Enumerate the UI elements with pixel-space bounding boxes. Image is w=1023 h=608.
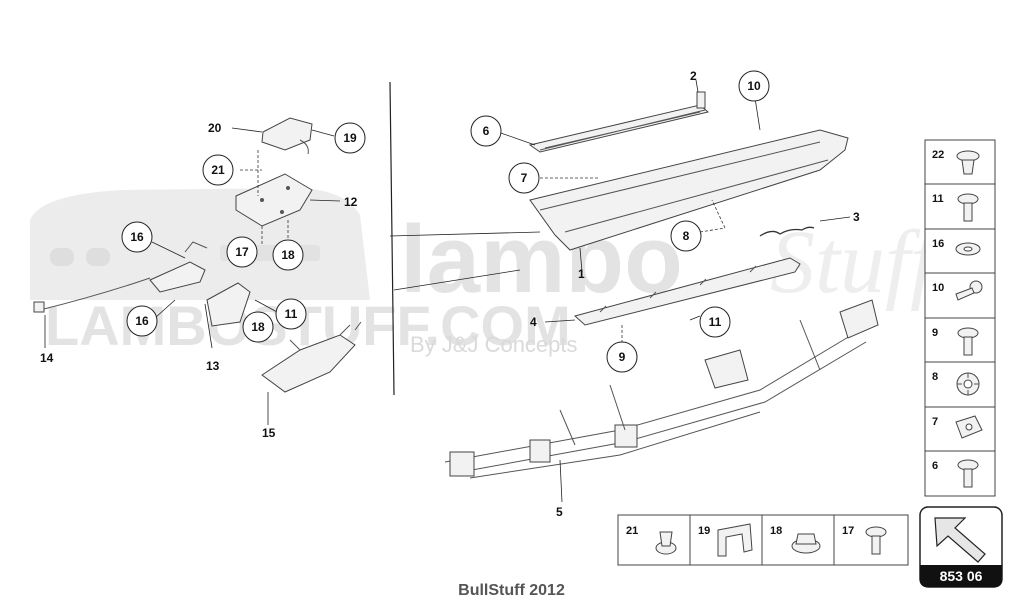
svg-text:16: 16 bbox=[135, 314, 149, 328]
side-legend-item-9: 9 bbox=[932, 327, 979, 356]
flange-nut-icon bbox=[791, 533, 821, 554]
svg-text:16: 16 bbox=[130, 230, 144, 244]
expansion-clip-icon bbox=[655, 531, 677, 555]
callout-9: 9 bbox=[606, 341, 638, 373]
left-assembly bbox=[33, 117, 362, 425]
arrow-icon bbox=[934, 517, 986, 563]
side-legend-item-7: 7 bbox=[932, 415, 983, 439]
svg-text:21: 21 bbox=[211, 163, 225, 177]
svg-text:19: 19 bbox=[343, 131, 357, 145]
callout-7: 7 bbox=[508, 162, 540, 194]
callout-19: 19 bbox=[334, 122, 366, 154]
svg-text:6: 6 bbox=[483, 124, 490, 138]
lock-washer-icon bbox=[956, 372, 980, 396]
label-4: 4 bbox=[530, 315, 537, 329]
side-legend-item-16: 16 bbox=[932, 238, 981, 256]
part-13-plate bbox=[206, 282, 251, 327]
watermark-car-silhouette bbox=[30, 188, 370, 300]
screw-icon bbox=[957, 459, 979, 488]
svg-text:17: 17 bbox=[235, 245, 249, 259]
bracket-clip-icon bbox=[717, 523, 753, 557]
bottom-legend-item-17: 17 bbox=[842, 525, 887, 555]
part-2-strip bbox=[528, 104, 710, 153]
label-13: 13 bbox=[206, 359, 220, 373]
svg-text:21: 21 bbox=[626, 525, 638, 537]
part-14-actuator bbox=[149, 261, 206, 293]
footer-credit: BullStuff 2012 bbox=[458, 582, 565, 599]
callout-21: 21 bbox=[202, 154, 234, 186]
callouts: 19 21 16 17 18 16 18 11 6 10 7 8 11 9 bbox=[121, 70, 770, 373]
bottom-legend-item-19: 19 bbox=[698, 523, 753, 557]
part-3-emblem bbox=[759, 226, 815, 237]
bottom-legend-item-21: 21 bbox=[626, 525, 677, 555]
right-assembly bbox=[444, 79, 879, 503]
svg-text:11: 11 bbox=[709, 315, 722, 329]
svg-text:10: 10 bbox=[932, 282, 944, 294]
svg-text:7: 7 bbox=[932, 416, 938, 428]
part-12-bracket bbox=[235, 173, 313, 227]
callout-16-top: 16 bbox=[121, 221, 153, 253]
svg-text:19: 19 bbox=[698, 525, 710, 537]
side-legend-item-6: 6 bbox=[932, 459, 979, 488]
label-2: 2 bbox=[690, 69, 697, 83]
label-12: 12 bbox=[344, 195, 358, 209]
callout-18-top: 18 bbox=[272, 239, 304, 271]
side-legend-item-22: 22 bbox=[932, 149, 980, 175]
callout-6: 6 bbox=[470, 115, 502, 147]
clip-nut-icon bbox=[955, 415, 983, 439]
callout-11-right: 11 bbox=[699, 306, 731, 338]
screw-icon bbox=[957, 193, 979, 222]
callout-10: 10 bbox=[738, 70, 770, 102]
side-legend-item-10: 10 bbox=[932, 280, 983, 301]
washer-icon bbox=[955, 242, 981, 256]
side-legend-item-11: 11 bbox=[932, 193, 979, 222]
svg-text:22: 22 bbox=[932, 149, 944, 161]
push-clip-icon bbox=[956, 150, 980, 175]
section-divider bbox=[389, 81, 395, 396]
screw-icon bbox=[957, 327, 979, 356]
diagram-code-box: 853 06 bbox=[919, 506, 1003, 588]
divider-leader bbox=[389, 231, 541, 237]
side-legend: 22 11 16 10 bbox=[924, 139, 996, 497]
svg-text:6: 6 bbox=[932, 460, 938, 472]
part-20-module bbox=[261, 117, 313, 151]
svg-text:9: 9 bbox=[619, 350, 626, 364]
callout-17: 17 bbox=[226, 236, 258, 268]
part-labels: 20 12 14 13 15 2 3 1 4 5 bbox=[40, 69, 860, 519]
callout-8: 8 bbox=[670, 220, 702, 252]
svg-text:10: 10 bbox=[747, 79, 761, 93]
svg-text:8: 8 bbox=[932, 371, 938, 383]
svg-text:17: 17 bbox=[842, 525, 854, 537]
svg-text:18: 18 bbox=[251, 320, 265, 334]
diagram-code: 853 06 bbox=[940, 568, 983, 584]
part-14-cable bbox=[39, 277, 151, 311]
label-3: 3 bbox=[853, 210, 860, 224]
callout-11-left: 11 bbox=[275, 298, 307, 330]
svg-text:11: 11 bbox=[285, 307, 298, 321]
side-legend-item-8: 8 bbox=[932, 371, 980, 396]
svg-text:16: 16 bbox=[932, 238, 944, 250]
part-5-frame bbox=[444, 299, 879, 479]
svg-text:11: 11 bbox=[932, 193, 944, 205]
callout-16-bottom: 16 bbox=[126, 305, 158, 337]
svg-text:8: 8 bbox=[683, 229, 690, 243]
label-14: 14 bbox=[40, 351, 54, 365]
bottom-legend-item-18: 18 bbox=[770, 525, 821, 554]
svg-text:9: 9 bbox=[932, 327, 938, 339]
callout-18-bottom: 18 bbox=[242, 311, 274, 343]
watermark-tagline: By J&J Concepts bbox=[410, 332, 578, 357]
bottom-legend: 21 19 18 17 bbox=[617, 514, 909, 566]
bolt-icon bbox=[955, 280, 983, 301]
label-20: 20 bbox=[208, 121, 222, 135]
screw-icon bbox=[865, 526, 887, 555]
label-5: 5 bbox=[556, 505, 563, 519]
svg-text:18: 18 bbox=[770, 525, 782, 537]
label-15: 15 bbox=[262, 426, 276, 440]
svg-text:18: 18 bbox=[281, 248, 295, 262]
svg-text:7: 7 bbox=[521, 171, 528, 185]
label-1: 1 bbox=[578, 267, 585, 281]
